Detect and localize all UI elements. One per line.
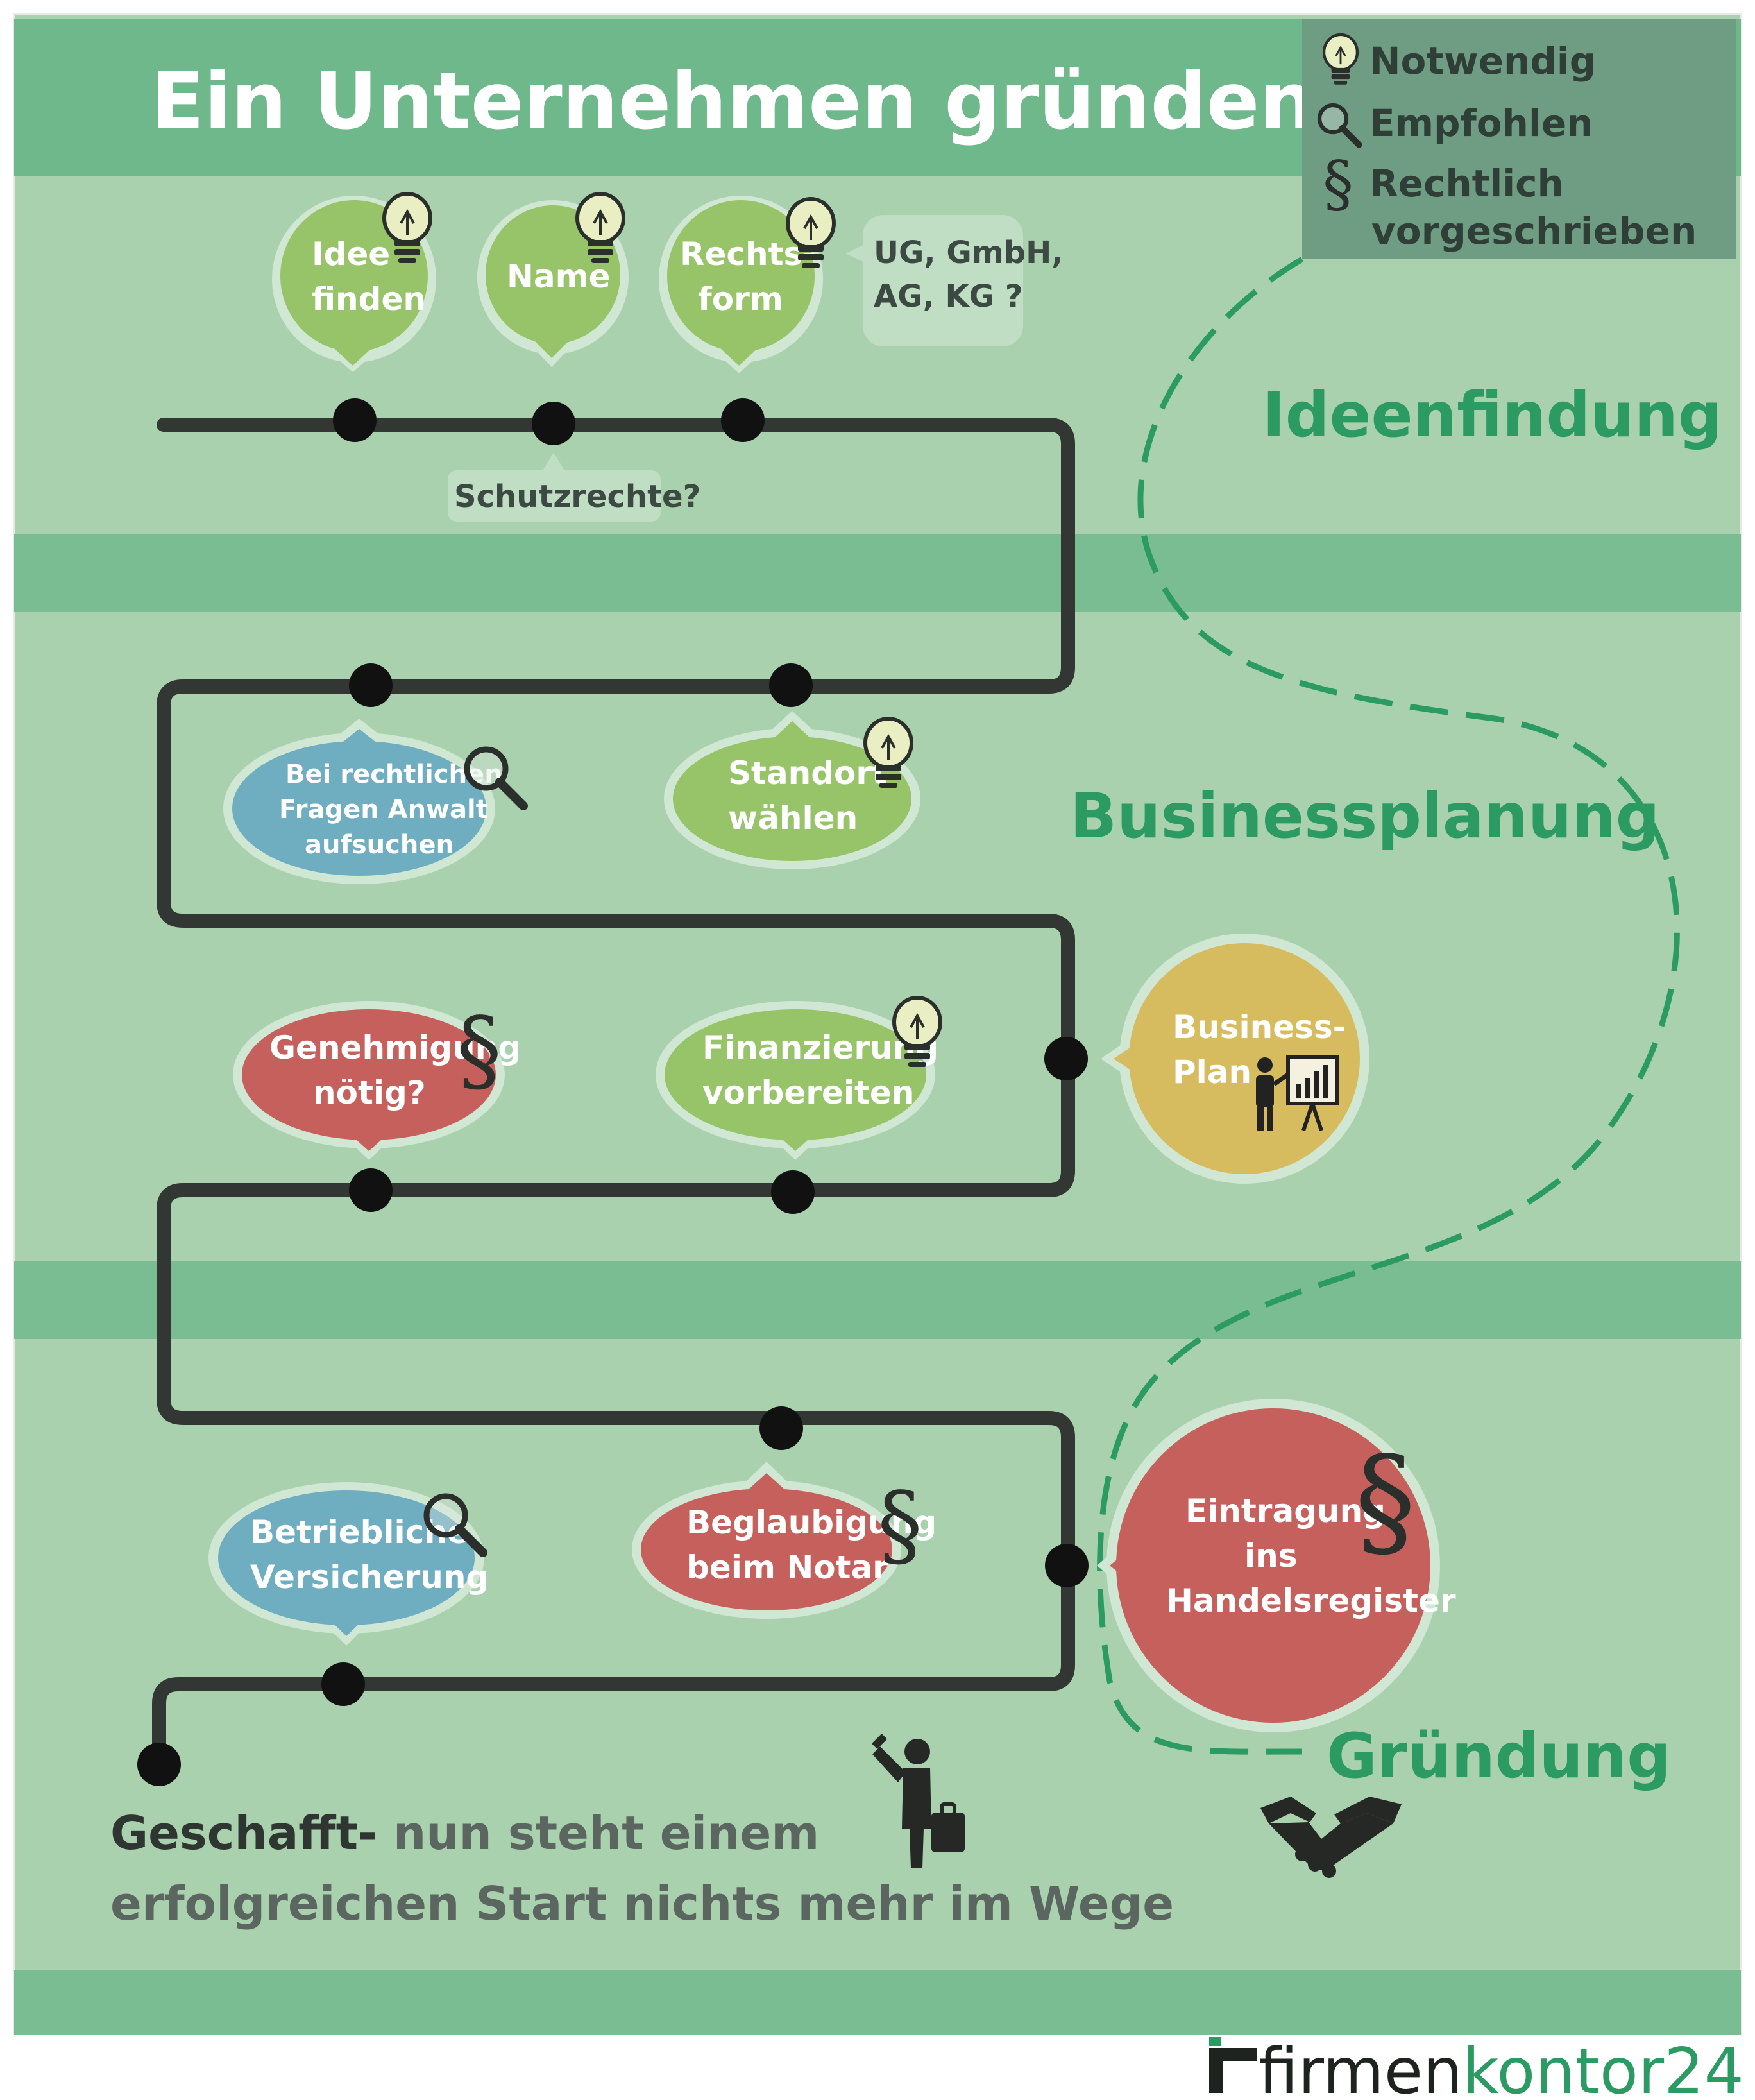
step-register-line1: Eintragung xyxy=(1185,1492,1386,1530)
brand-part2: kontor24 xyxy=(1462,2035,1744,2100)
paragraph-icon: § xyxy=(457,998,502,1103)
step-location-bubble: Standort wählen xyxy=(664,711,920,869)
step-lawyer-line3: aufsuchen xyxy=(305,830,454,860)
separator-band-3 xyxy=(14,1970,1741,2035)
step-name-line1: Name xyxy=(507,258,611,295)
step-business-plan-bubble: Business- Plan xyxy=(1101,934,1369,1184)
step-business-plan-line1: Business- xyxy=(1173,1009,1346,1046)
handshake-icon xyxy=(1260,1797,1402,1878)
footer-line1: Geschafft- nun steht einem xyxy=(110,1806,819,1860)
legend-paragraph-icon: § xyxy=(1323,148,1353,220)
phase-founding-title: Gründung xyxy=(1327,1720,1671,1792)
protection-hint-label: Schutzrechte? xyxy=(454,479,700,515)
step-insurance-bubble: Betriebliche Versicherung xyxy=(208,1482,489,1646)
milestone-dot-legal-form xyxy=(721,398,765,442)
step-notary-bubble: Beglaubigung beim Notar § xyxy=(632,1462,937,1619)
brand-strip xyxy=(14,2035,1741,2093)
milestone-dot-finish xyxy=(137,1743,181,1786)
page-title: Ein Unternehmen gründen xyxy=(151,56,1315,147)
legal-form-hint-line2: AG, KG ? xyxy=(874,278,1023,314)
phase-planning-title: Businessplanung xyxy=(1070,780,1659,852)
step-financing-line2: vorbereiten xyxy=(702,1074,914,1111)
step-lawyer-bubble: Bei rechtlichen Fragen Anwalt aufsuchen xyxy=(223,719,523,884)
separator-band-1 xyxy=(14,534,1741,612)
milestone-dot-name xyxy=(532,402,575,445)
protection-hint: Schutzrechte? xyxy=(448,452,700,522)
step-register-line3: Handelsregister xyxy=(1166,1582,1456,1619)
milestone-dot-notary xyxy=(759,1406,803,1450)
milestone-dot-financing xyxy=(771,1170,815,1214)
step-notary-line1: Beglaubigung xyxy=(686,1504,937,1541)
step-location-line1: Standort xyxy=(728,755,887,792)
step-notary-line2: beim Notar xyxy=(686,1549,888,1586)
milestone-dot-business-plan xyxy=(1044,1037,1088,1080)
step-lawyer-line2: Fragen Anwalt xyxy=(279,795,488,824)
phase-ideation-title: Ideenfindung xyxy=(1262,379,1722,451)
milestone-dot-register xyxy=(1045,1544,1089,1587)
legend-box xyxy=(1302,19,1736,259)
paragraph-icon: § xyxy=(878,1473,922,1578)
legend-recommended: Empfohlen xyxy=(1369,101,1593,145)
brand-part1: firmen xyxy=(1259,2035,1462,2100)
step-business-plan-line2: Plan xyxy=(1173,1054,1251,1091)
step-legal-form-line2: form xyxy=(698,280,783,318)
step-idea-bubble: Idee finden xyxy=(272,194,436,372)
step-register-line2: ins xyxy=(1244,1537,1298,1575)
footer-line1-rest: nun steht einem xyxy=(377,1806,819,1860)
legal-form-hint: UG, GmbH, AG, KG ? xyxy=(845,215,1064,346)
presenter-icon xyxy=(1256,1055,1339,1131)
step-location-line2: wählen xyxy=(728,799,858,837)
legend: Notwendig Empfohlen § Rechtlich vorgesch… xyxy=(1302,19,1736,259)
footer-strong: Geschafft- xyxy=(110,1806,377,1860)
brand-logo: firmenkontor24 xyxy=(1209,2035,1744,2100)
footer-line2: erfolgreichen Start nichts mehr im Wege xyxy=(110,1877,1174,1931)
step-idea-line2: finden xyxy=(312,280,426,318)
legal-form-hint-line1: UG, GmbH, xyxy=(874,235,1064,271)
brand-name: firmenkontor24 xyxy=(1259,2035,1744,2100)
legend-legal-line2: vorgeschrieben xyxy=(1371,209,1697,253)
milestone-dot-lawyer xyxy=(349,663,393,707)
step-permit-line1: Genehmigung xyxy=(269,1029,521,1066)
brand-logo-icon xyxy=(1209,2037,1257,2093)
step-financing-bubble: Finanzierung vorbereiten xyxy=(656,998,940,1160)
separator-band-2 xyxy=(14,1261,1741,1339)
step-register-bubble: Eintragung ins Handelsregister § xyxy=(1097,1399,1456,1732)
milestone-dot-idea xyxy=(333,398,377,442)
step-idea-line1: Idee xyxy=(312,235,390,273)
step-insurance-line2: Versicherung xyxy=(250,1558,489,1596)
paragraph-icon: § xyxy=(1355,1430,1416,1572)
road-track xyxy=(152,418,1075,1768)
step-name-bubble: Name xyxy=(477,194,629,367)
step-legal-form-bubble: Rechts- form xyxy=(659,196,834,373)
milestone-dot-permit xyxy=(349,1168,393,1212)
step-permit-bubble: Genehmigung nötig? § xyxy=(233,998,521,1160)
milestone-dot-location xyxy=(769,663,813,707)
phase-dashed-path xyxy=(1097,257,1680,1755)
step-permit-line2: nötig? xyxy=(313,1074,426,1111)
legend-legal-line1: Rechtlich xyxy=(1369,162,1564,205)
legend-necessary: Notwendig xyxy=(1369,39,1596,83)
traveler-icon xyxy=(871,1733,965,1868)
milestone-dot-insurance xyxy=(321,1662,365,1706)
